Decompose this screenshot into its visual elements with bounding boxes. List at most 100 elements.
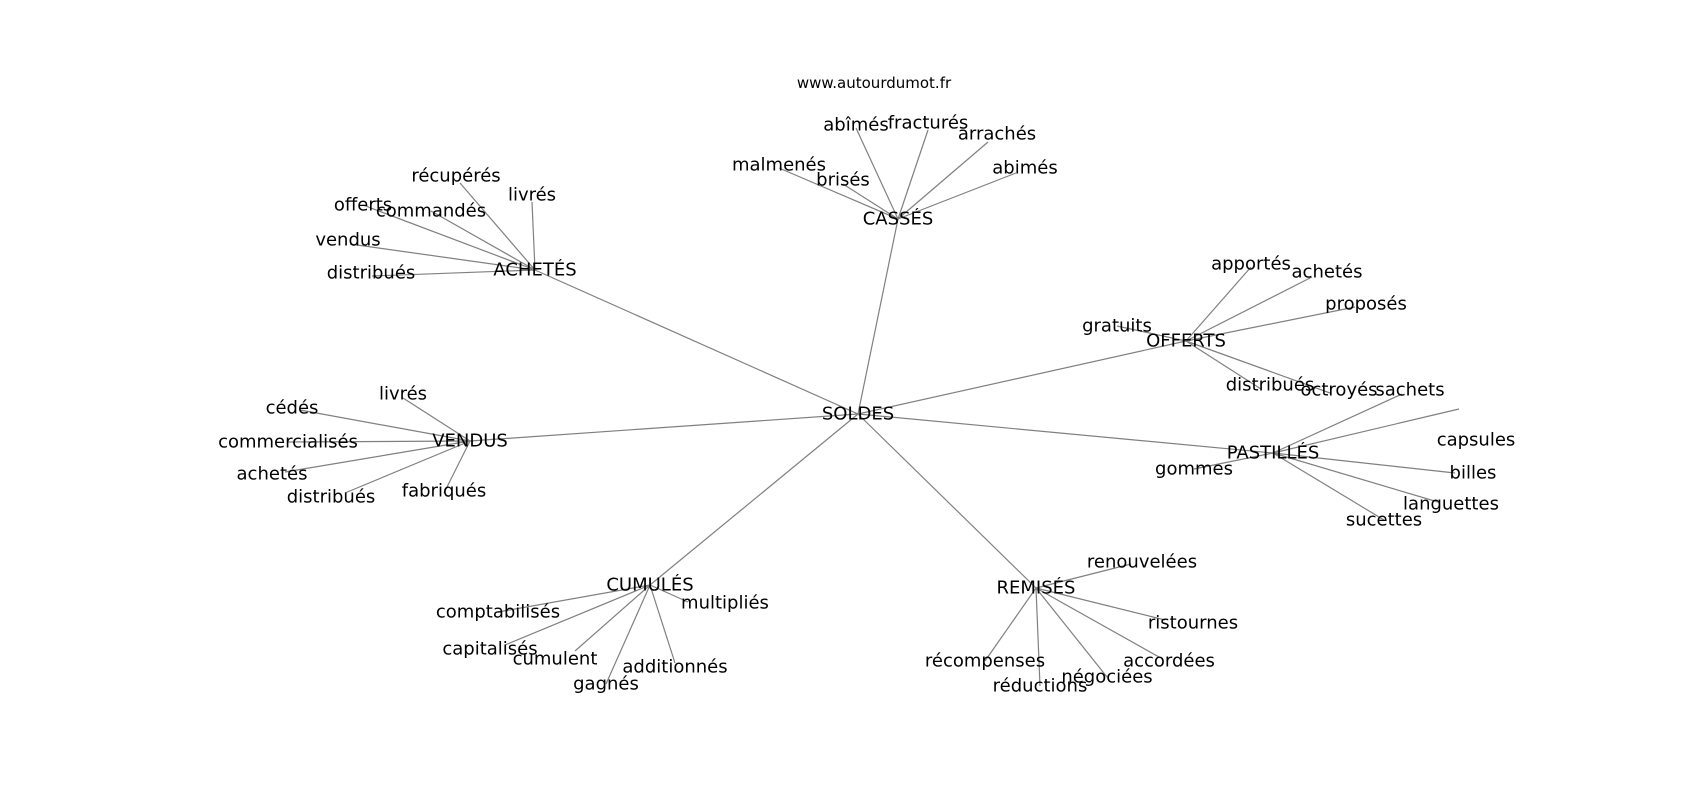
leaf-node: négociées xyxy=(1061,667,1152,688)
edge-hub-leaf xyxy=(1185,306,1356,342)
edge-hub-leaf xyxy=(1035,587,1041,687)
edge-hub-leaf xyxy=(1035,587,1108,678)
edge-root-hub xyxy=(857,218,899,415)
edge-hub-leaf xyxy=(1272,452,1439,503)
leaf-node: distribués xyxy=(287,487,376,508)
edge-hub-leaf xyxy=(1035,563,1132,589)
edge-root-hub xyxy=(534,269,859,415)
edge-hub-leaf xyxy=(1185,276,1313,342)
leaf-node: additionnés xyxy=(622,657,727,678)
leaf-node: proposés xyxy=(1325,294,1407,315)
leaf-node: arrachés xyxy=(958,124,1036,145)
edge-hub-leaf xyxy=(897,129,929,220)
leaf-node: renouvelées xyxy=(1087,552,1197,573)
edge-hub-leaf xyxy=(1185,340,1262,390)
leaf-node: brisés xyxy=(816,170,870,191)
hub-node: REMISÉS xyxy=(997,577,1076,599)
edge-hub-leaf xyxy=(1272,452,1456,474)
edge-hub-leaf xyxy=(443,440,471,494)
leaf-node: distribués xyxy=(1226,375,1315,396)
edge-hub-leaf xyxy=(649,584,689,603)
hub-node: PASTILLÉS xyxy=(1227,442,1320,464)
leaf-node: capitalisés xyxy=(442,639,537,660)
edge-hub-leaf xyxy=(504,584,651,646)
leaf-node: commandés xyxy=(376,201,486,222)
edge-hub-leaf xyxy=(287,440,471,443)
edge-hub-leaf xyxy=(284,440,471,473)
edge-hub-leaf xyxy=(299,409,471,442)
leaf-node: réductions xyxy=(993,676,1088,697)
leaf-node: récupérés xyxy=(411,166,500,187)
leaf-node: livrés xyxy=(508,185,556,206)
edge-hub-leaf xyxy=(430,210,536,271)
leaf-node: capsules xyxy=(1437,430,1516,451)
leaf-node: offerts xyxy=(334,195,392,216)
leaf-node: malmenés xyxy=(732,155,826,176)
root-node: SOLDES xyxy=(822,404,894,425)
edge-hub-leaf xyxy=(778,167,899,220)
leaf-node: gagnés xyxy=(573,674,639,695)
leaf-node: fabriqués xyxy=(402,481,486,502)
leaf-node: abîmés xyxy=(823,115,888,136)
edge-hub-leaf xyxy=(531,201,536,271)
edge-hub-leaf xyxy=(1116,325,1187,342)
leaf-node: apportés xyxy=(1211,254,1291,275)
leaf-node: achetés xyxy=(1292,262,1363,283)
source-label: www.autourdumot.fr xyxy=(797,74,952,92)
edge-hub-leaf xyxy=(344,440,471,494)
edge-hub-leaf xyxy=(1272,452,1385,521)
edge-root-hub xyxy=(649,413,859,586)
edge-hub-leaf xyxy=(1272,408,1460,454)
edge-hub-leaf xyxy=(897,141,989,220)
edge-hub-leaf xyxy=(605,584,651,685)
leaf-node: gommes xyxy=(1155,459,1233,480)
leaf-node: accordées xyxy=(1123,651,1215,672)
edge-hub-leaf xyxy=(1185,266,1252,342)
edges-layer xyxy=(284,127,1460,687)
edge-hub-leaf xyxy=(1193,452,1274,470)
edge-hub-leaf xyxy=(1272,393,1403,454)
edge-hub-leaf xyxy=(402,397,471,442)
leaf-node: gratuits xyxy=(1082,316,1152,337)
labels-layer: www.autourdumot.fr SOLDES ACHETÉS récupéré… xyxy=(218,74,1515,697)
edge-hub-leaf xyxy=(371,269,536,277)
edge-hub-leaf xyxy=(984,587,1037,662)
edge-root-hub xyxy=(857,413,1037,589)
leaf-node: fracturés xyxy=(888,113,969,134)
leaf-node: comptabilisés xyxy=(436,602,560,623)
edge-hub-leaf xyxy=(574,584,651,652)
edge-hub-leaf xyxy=(897,172,1017,220)
leaf-node: languettes xyxy=(1403,494,1499,515)
edge-root-hub xyxy=(857,413,1274,454)
edge-hub-leaf xyxy=(362,204,536,271)
leaf-node: commercialisés xyxy=(218,432,358,453)
hub-node: OFFERTS xyxy=(1146,331,1226,352)
edge-hub-leaf xyxy=(1035,587,1166,621)
edge-hub-leaf xyxy=(1185,340,1331,394)
leaf-node: sucettes xyxy=(1346,510,1422,531)
edge-hub-leaf xyxy=(1035,587,1160,658)
leaf-node: vendus xyxy=(315,230,380,251)
leaf-node: abimés xyxy=(992,158,1057,179)
leaf-node: cumulent xyxy=(513,649,598,670)
edge-hub-leaf xyxy=(497,584,651,613)
leaf-node: récompenses xyxy=(925,651,1045,672)
edge-hub-leaf xyxy=(459,182,536,271)
edge-hub-leaf xyxy=(649,584,676,664)
edge-hub-leaf xyxy=(349,243,536,271)
leaf-node: achetés xyxy=(237,464,308,485)
leaf-node: distribués xyxy=(327,263,416,284)
leaf-node: cédés xyxy=(266,398,319,419)
leaf-node: ristournes xyxy=(1148,613,1238,634)
hub-node: CASSÉS xyxy=(863,208,934,230)
edge-root-hub xyxy=(857,340,1187,415)
edge-hub-leaf xyxy=(855,127,899,220)
leaf-node: billes xyxy=(1450,463,1497,484)
leaf-node: livrés xyxy=(379,384,427,405)
edge-root-hub xyxy=(469,413,859,442)
hub-node: VENDUS xyxy=(432,431,508,452)
hub-node: ACHETÉS xyxy=(493,259,576,281)
hub-node: CUMULÉS xyxy=(606,574,693,596)
leaf-node: multipliés xyxy=(681,593,769,614)
